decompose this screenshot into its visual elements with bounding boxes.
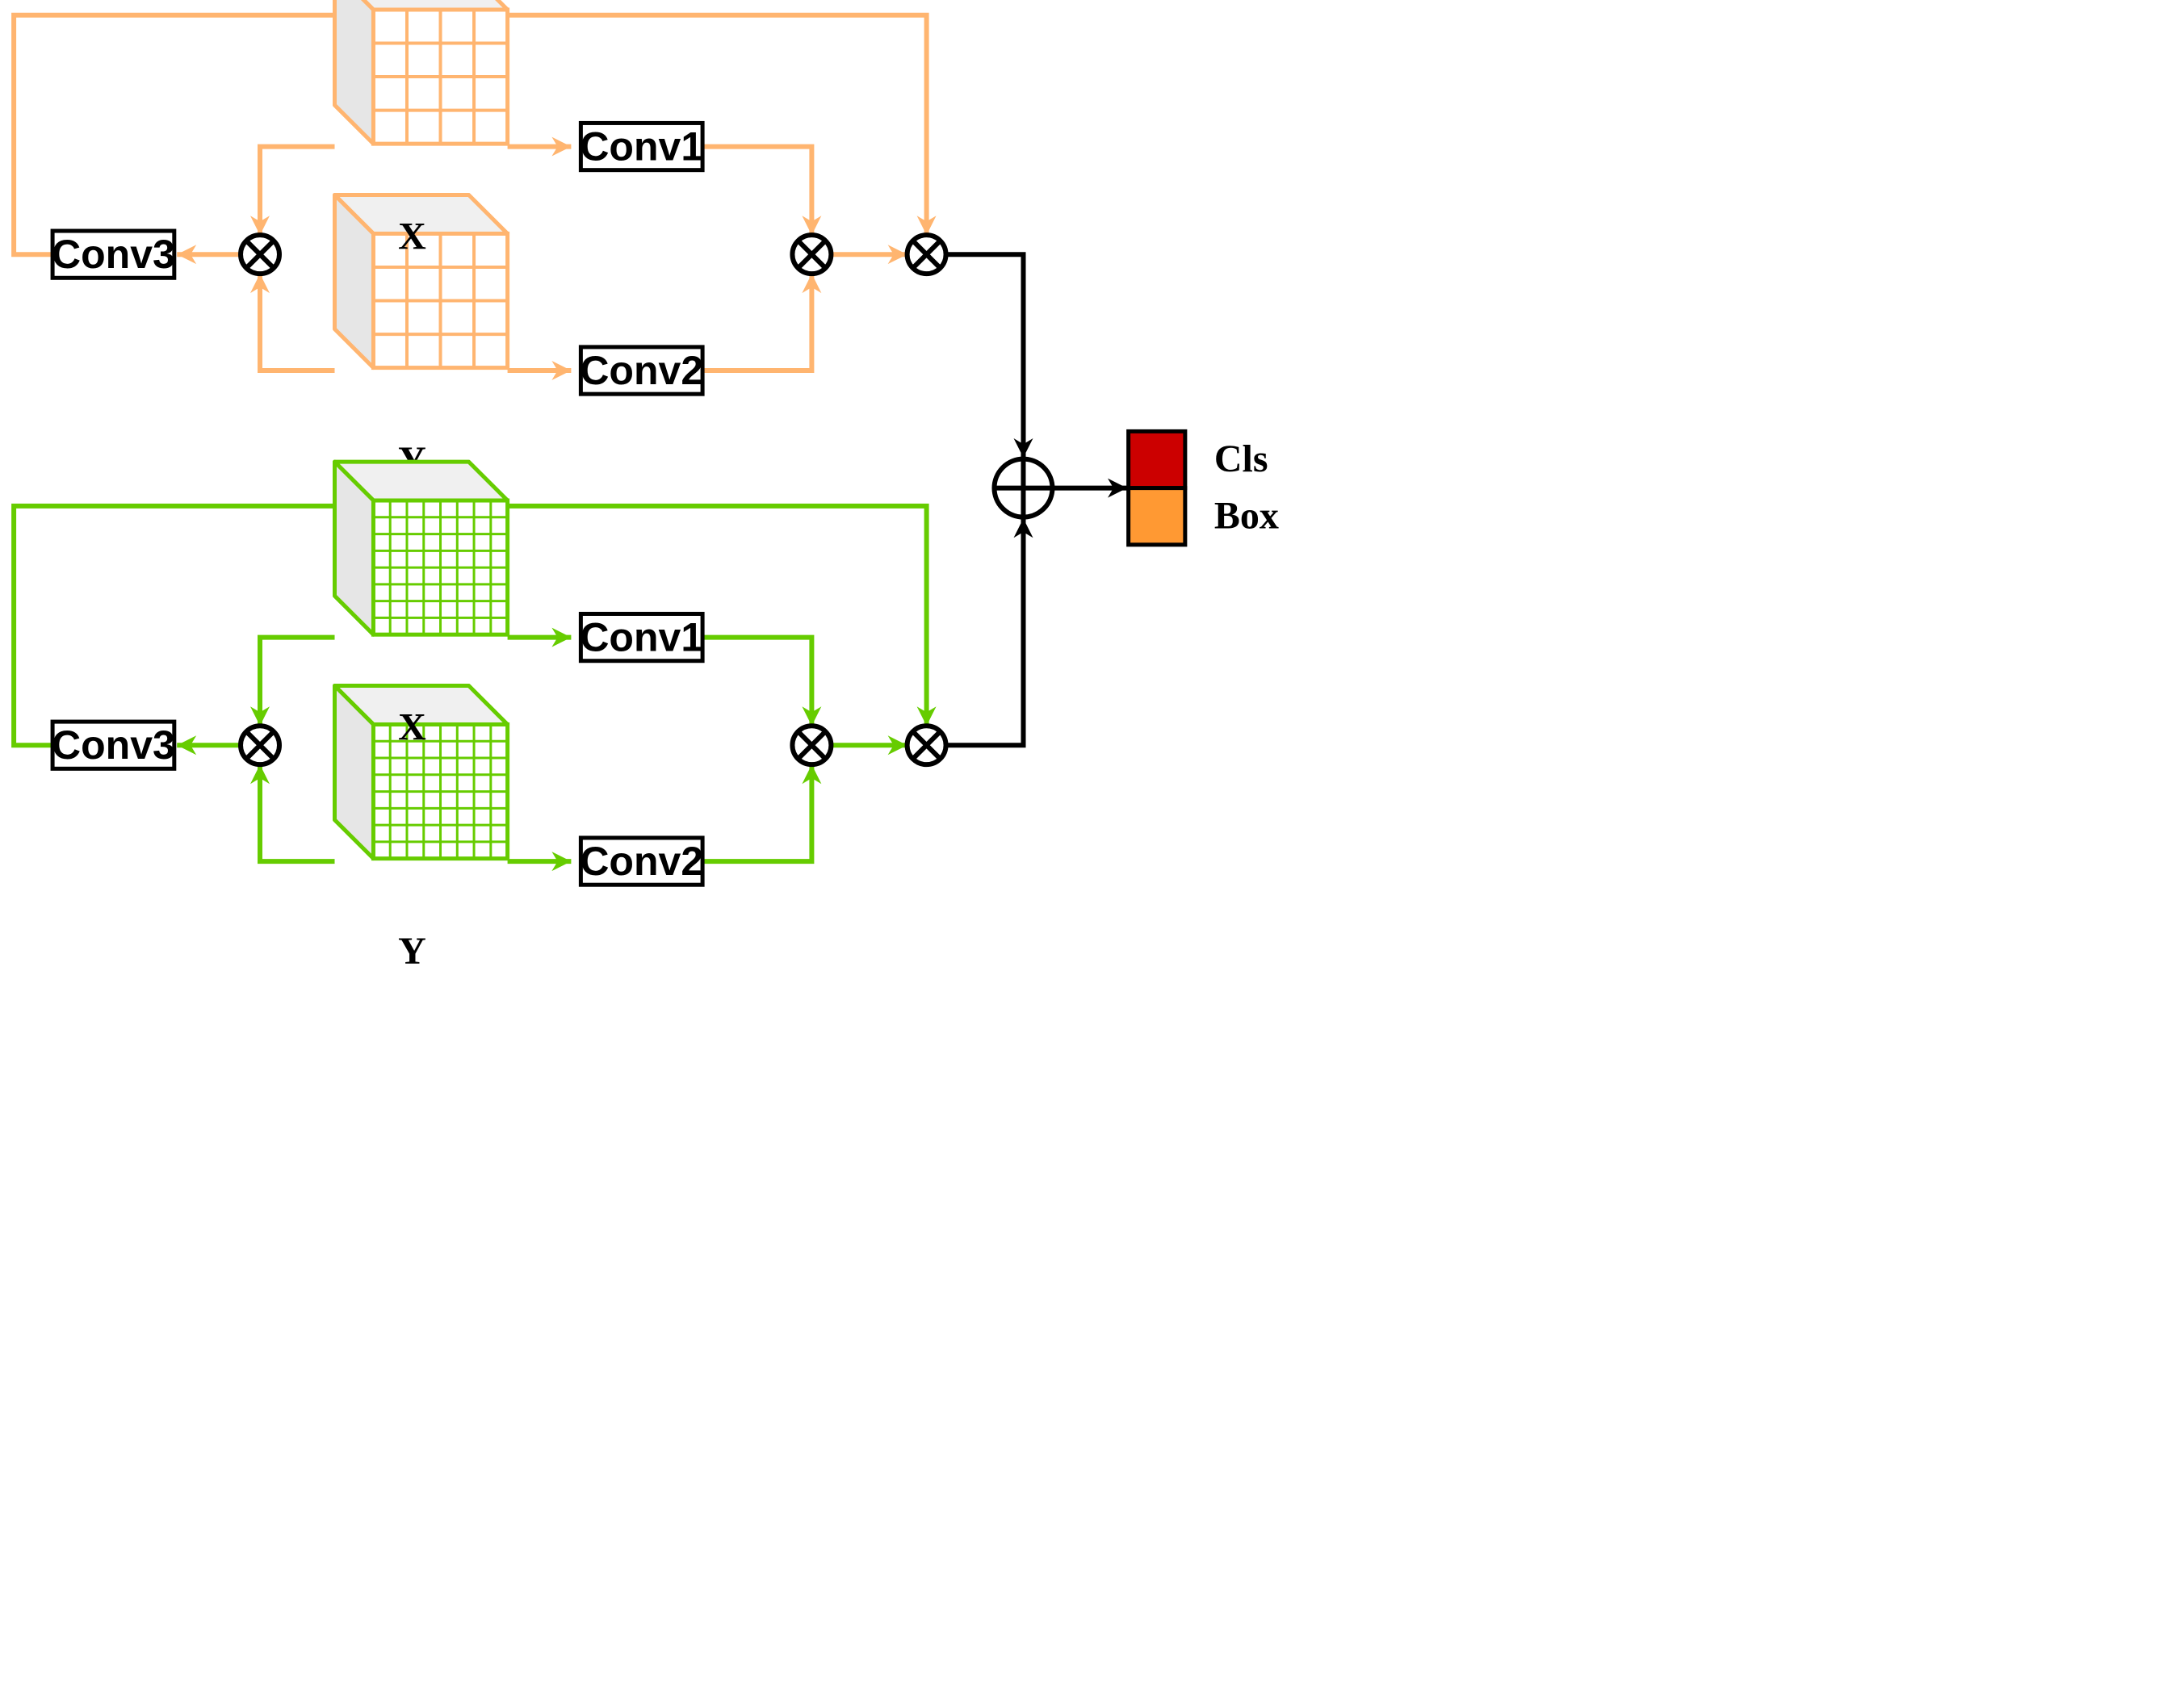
upper_branch-feedback-line xyxy=(11,12,929,257)
arrowhead-icon xyxy=(177,245,197,265)
arrowhead-icon xyxy=(916,706,937,726)
upper_branch-conv1-to-mul xyxy=(701,144,815,236)
arrowhead-icon xyxy=(802,706,822,726)
arrowhead-icon xyxy=(177,735,197,756)
upper_branch-conv2-box-label: Conv2 xyxy=(580,348,703,393)
arrowhead-icon xyxy=(1013,438,1033,458)
arrowhead-icon xyxy=(802,764,822,785)
lower_branch-conv2-box: Conv2 xyxy=(578,835,705,887)
lower_branch-cube-x xyxy=(333,459,510,637)
lower_branch-multiply-final-icon xyxy=(904,723,949,768)
arrowhead-icon xyxy=(250,706,270,726)
arrowhead-icon xyxy=(802,216,822,236)
upper_branch-conv1-box-label: Conv1 xyxy=(580,124,703,170)
upper_branch-conv2-box: Conv2 xyxy=(578,345,705,396)
arrowhead-icon xyxy=(250,764,270,785)
arrowhead-icon xyxy=(1108,478,1127,498)
lower_branch-feedback-line xyxy=(11,503,929,748)
upper_branch-conv1-box: Conv1 xyxy=(578,120,705,173)
arrowhead-icon xyxy=(551,136,572,157)
lower_branch-conv1-to-mul xyxy=(701,634,815,726)
arrowhead-icon xyxy=(1013,518,1033,538)
lower_branch-multiply-left-icon xyxy=(238,723,282,768)
box-label: Box xyxy=(1214,494,1279,537)
upper_branch-multiply-right-icon xyxy=(790,232,834,277)
arrowhead-icon xyxy=(802,274,822,294)
upper_branch-cube-x-label: X xyxy=(398,215,426,257)
lower_branch-cube-y xyxy=(333,684,510,861)
lower_branch-conv2-to-mul xyxy=(701,764,815,864)
lower_branch-multiply-right-icon xyxy=(790,723,834,768)
arrowhead-icon xyxy=(551,361,572,380)
upper_branch-cube-x xyxy=(333,0,510,146)
arrowhead-icon xyxy=(250,274,270,294)
lower_branch-conv1-box-label: Conv1 xyxy=(580,615,703,660)
arrowhead-icon xyxy=(551,627,572,647)
arrowhead-icon xyxy=(887,245,907,265)
lower_branch-conv1-box: Conv1 xyxy=(578,611,705,664)
lower_branch-x-to-mul xyxy=(258,634,335,726)
upper_branch-multiply-final-icon xyxy=(904,232,949,277)
lower_branch-conv3-box-label: Conv3 xyxy=(52,722,175,768)
upper-to-sum-line xyxy=(945,252,1026,458)
lower_branch-cube-y-label: Y xyxy=(398,930,426,973)
lower_branch-conv2-box-label: Conv2 xyxy=(580,839,703,884)
lower-to-sum-line xyxy=(945,518,1026,748)
upper_branch-cube-y xyxy=(333,193,510,370)
lower_branch-y-to-mul xyxy=(258,764,335,864)
arrowhead-icon xyxy=(916,216,937,236)
upper_branch-y-to-mul xyxy=(258,274,335,373)
arrowhead-icon xyxy=(551,852,572,872)
circle-plus-icon xyxy=(991,456,1055,520)
arrowhead-icon xyxy=(250,216,270,236)
lower_branch-cube-x-label: X xyxy=(398,705,426,748)
upper_branch-conv3-box: Conv3 xyxy=(50,228,177,280)
arrowhead-icon xyxy=(887,735,907,756)
upper_branch-multiply-left-icon xyxy=(238,232,282,277)
lower_branch-conv3-box: Conv3 xyxy=(50,719,177,771)
cls-block xyxy=(1126,429,1188,491)
cls-label: Cls xyxy=(1214,437,1268,480)
upper_branch-x-to-mul xyxy=(258,144,335,236)
upper_branch-conv3-box-label: Conv3 xyxy=(52,232,175,277)
box-block xyxy=(1126,486,1188,547)
upper_branch-conv2-to-mul xyxy=(701,274,815,373)
